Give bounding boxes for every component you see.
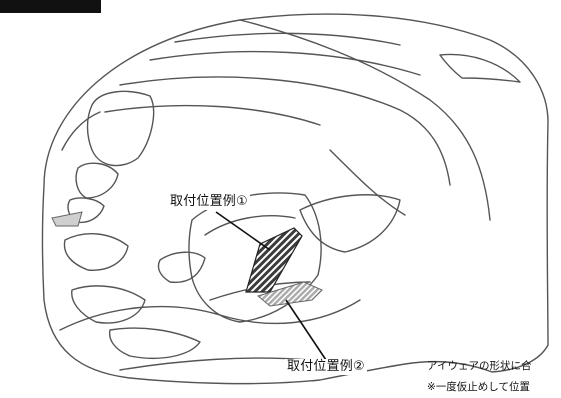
note-line-1: アイウェアの形状に合: [427, 360, 532, 372]
leader-line-1: [215, 211, 271, 251]
mount-pad-2: [256, 281, 323, 307]
helmet-shell-outline: [41, 13, 549, 385]
note-line-2: ※一度仮止めして位置: [427, 381, 530, 393]
callout-position-2: 取付位置例②: [285, 359, 367, 375]
front-vent-upper: [86, 90, 155, 167]
header-bar: [0, 0, 101, 13]
leader-line-2: [285, 299, 327, 361]
callout-position-1: 取付位置例①: [168, 194, 250, 210]
mount-pad-1: [245, 227, 303, 293]
